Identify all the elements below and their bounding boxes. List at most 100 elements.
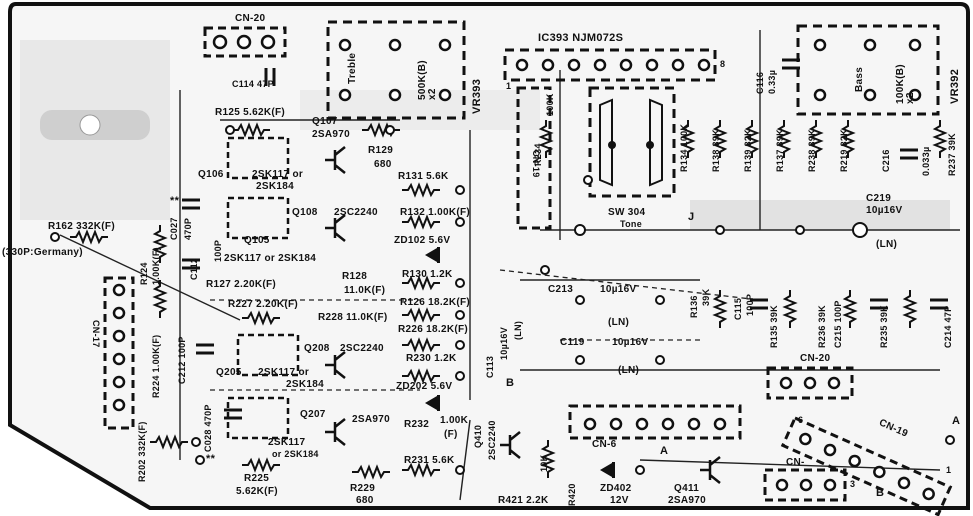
- label-r236: R236 39K: [817, 305, 827, 348]
- label-r131: R131 5.6K: [398, 171, 449, 182]
- label-pin-6: 6: [798, 415, 804, 425]
- label-r232-value: 1.00K: [440, 415, 469, 426]
- label-c027-value: 470P: [183, 217, 193, 240]
- label-r231: R231 5.6K: [404, 455, 455, 466]
- label-c119: C119: [560, 337, 585, 348]
- label-q106: Q106: [198, 169, 224, 180]
- label-r226: R226 18.2K(F): [398, 324, 469, 335]
- label-r162: R162 332K(F): [48, 221, 115, 232]
- label-c119-value: 10µ16V: [612, 337, 649, 348]
- label-treble: Treble: [347, 52, 358, 84]
- label-c219-ln: (LN): [876, 239, 898, 250]
- label-c113-ln: (LN): [513, 320, 523, 340]
- label-marker-b2: B: [876, 487, 885, 499]
- label-zd202: ZD202 5.6V: [396, 381, 453, 392]
- label-vr393: VR393: [471, 78, 483, 114]
- label-cn6: CN-6: [592, 439, 617, 450]
- label-c116: C116: [755, 71, 765, 94]
- label-c114: C114 47P: [232, 79, 274, 89]
- label-r129: R129: [368, 145, 394, 156]
- label-r235: R235 39K: [879, 305, 889, 348]
- label-cn20-top: CN-20: [235, 13, 266, 24]
- label-r229: R229: [350, 483, 376, 494]
- label-ic393: IC393 NJM072S: [538, 32, 624, 44]
- label-q207-part2: or 2SK184: [272, 449, 319, 459]
- label-q205: Q205: [216, 367, 242, 378]
- label-r128-value: 11.0K(F): [344, 285, 386, 296]
- label-pin-1: 1: [946, 465, 952, 475]
- label-r137: R137 39K: [775, 129, 785, 172]
- label-q107-type: 2SA970: [312, 129, 350, 140]
- label-c113-value: 10µ16V: [499, 326, 509, 360]
- label-r134: R134 100K: [679, 123, 689, 172]
- label-c213-ln: (LN): [608, 317, 630, 328]
- label-sw304: SW 304: [608, 207, 646, 218]
- label-r420: R420: [567, 483, 577, 506]
- label-r227: R227 2.20K(F): [228, 299, 299, 310]
- label-bass: Bass: [854, 66, 865, 92]
- label-r229-value: 680: [356, 495, 374, 506]
- label-r228: R228 11.0K(F): [318, 312, 388, 323]
- label-c219-value: 10µ16V: [866, 205, 903, 216]
- label-stars-2: **: [206, 453, 216, 465]
- label-q108: Q108: [292, 207, 318, 218]
- label-cn20-right: CN-20: [800, 353, 831, 364]
- label-r230: R230 1.2K: [406, 353, 457, 364]
- label-c027: C027: [169, 217, 179, 240]
- label-q205-type2: 2SK184: [286, 379, 324, 390]
- label-r238: R238 39K: [807, 129, 817, 172]
- label-q106-type2: 2SK184: [256, 181, 294, 192]
- label-zd402: ZD402: [600, 483, 632, 494]
- label-r421: R421 2.2K: [498, 495, 549, 506]
- label-c115: C115: [733, 297, 743, 320]
- label-c215: C215 100P: [833, 300, 843, 348]
- label-q106-type: 2SK117 or: [252, 169, 304, 180]
- label-r129-value: 680: [374, 159, 392, 170]
- label-c216-value: 0.033µ: [921, 146, 931, 176]
- label-q411: Q411: [674, 483, 700, 494]
- label-c112-value: 100P: [213, 239, 223, 262]
- label-stars-1: **: [170, 195, 180, 207]
- board-outline: [8, 2, 970, 510]
- label-c216: C216: [881, 149, 891, 172]
- label-zd102: ZD102 5.6V: [394, 235, 451, 246]
- label-r135: R135 39K: [769, 305, 779, 348]
- label-c115-value: 100P: [745, 293, 755, 316]
- label-marker-a: A: [660, 445, 669, 457]
- label-c113: C113: [485, 355, 495, 378]
- label-zd402-value: 12V: [610, 495, 629, 506]
- label-r124-value: 1.00K(F): [151, 247, 161, 285]
- label-r237: R237 39K: [947, 133, 957, 176]
- label-r232-f: (F): [444, 429, 458, 440]
- label-ic-pin1: 1: [506, 81, 512, 91]
- label-r136: R136: [689, 295, 699, 318]
- label-c119-ln: (LN): [618, 365, 640, 376]
- label-c219: C219: [866, 193, 892, 204]
- label-r139: R139 82K: [743, 129, 753, 172]
- label-r232: R232: [404, 419, 430, 430]
- label-r124: R124: [139, 262, 149, 285]
- label-c212: C212 100P: [177, 336, 187, 384]
- label-q105: Q105: [244, 235, 270, 246]
- label-q207-type: 2SA970: [352, 414, 390, 425]
- label-r219: R219 82K: [839, 129, 849, 172]
- label-q207-part: 2SK117: [268, 437, 306, 448]
- label-germany: (330P:Germany): [2, 247, 83, 258]
- label-q108-type: 2SC2240: [334, 207, 378, 218]
- label-q410: Q410: [473, 424, 483, 448]
- label-r138: R138 39K: [711, 129, 721, 172]
- label-r125: R125 5.62K(F): [215, 107, 286, 118]
- label-tone: Tone: [620, 219, 643, 229]
- label-q411-type: 2SA970: [668, 495, 706, 506]
- label-vr392: VR392: [949, 68, 961, 104]
- label-ic-pin8: 8: [720, 59, 726, 69]
- label-q205-type: 2SK117 or: [258, 367, 310, 378]
- label-c112: C112: [189, 257, 199, 280]
- label-r225-value: 5.62K(F): [236, 486, 278, 497]
- label-q107: Q107: [312, 116, 338, 127]
- label-q105-type: 2SK117 or 2SK184: [224, 253, 317, 264]
- label-bass-value: 100K(B) x2: [895, 64, 916, 104]
- label-pin-3: 3: [850, 479, 856, 489]
